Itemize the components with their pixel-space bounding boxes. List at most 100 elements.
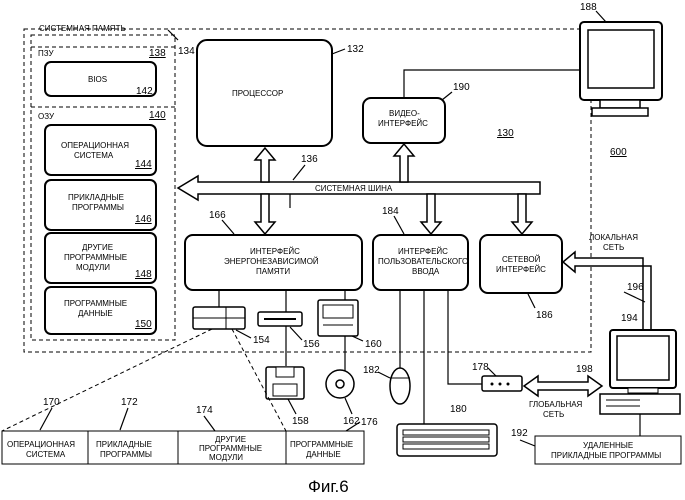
bus-processor-arrow xyxy=(255,148,275,182)
system-bus-label: СИСТЕМНАЯ ШИНА xyxy=(315,184,393,193)
monitor-ref: 188 xyxy=(580,2,597,13)
modem-leader xyxy=(488,368,496,376)
wan-arrow xyxy=(524,376,602,396)
other-modules-line2: ПРОГРАММНЫЕ xyxy=(64,253,127,262)
video-monitor-link xyxy=(404,70,580,98)
wan-ref: 198 xyxy=(576,364,593,375)
mouse-ref: 182 xyxy=(363,365,380,376)
disk-cell-apps-line2: ПРОГРАММЫ xyxy=(100,450,152,459)
keyboard-ref: 180 xyxy=(450,404,467,415)
lan-line2: СЕТЬ xyxy=(603,243,624,252)
disk-cell-modules-line3: МОДУЛИ xyxy=(209,453,243,462)
monitor-icon xyxy=(580,22,662,116)
remote-apps-line2: ПРИКЛАДНЫЕ ПРОГРАММЫ xyxy=(551,451,661,460)
ram-ref: 140 xyxy=(149,110,166,121)
apps-line2: ПРОГРАММЫ xyxy=(72,203,124,212)
net-iface-line2: ИНТЕРФЕЙС xyxy=(496,265,546,274)
disk-ref-176: 176 xyxy=(361,417,378,428)
mouse-icon xyxy=(390,368,410,404)
net-iface-box xyxy=(480,235,562,293)
floppy-leader xyxy=(288,399,296,414)
nv-iface-line1: ИНТЕРФЕЙС xyxy=(250,247,300,256)
video-iface-ref: 190 xyxy=(453,82,470,93)
prog-data-line2: ДАННЫЕ xyxy=(78,309,113,318)
system-memory-ref: 134 xyxy=(178,46,195,57)
disk-ref-170: 170 xyxy=(43,397,60,408)
rom-ref: 138 xyxy=(149,48,166,59)
ram-label: ОЗУ xyxy=(38,112,55,121)
bus-nv-arrow xyxy=(255,194,275,234)
floppy-ref: 158 xyxy=(292,416,309,427)
processor-leader xyxy=(332,49,345,54)
computer-ref: 130 xyxy=(497,128,514,139)
other-modules-line1: ДРУГИЕ xyxy=(82,243,113,252)
bus-input-arrow xyxy=(421,194,441,234)
cd-drive-ref: 160 xyxy=(365,339,382,350)
disk-cell-modules-line1: ДРУГИЕ xyxy=(215,435,246,444)
system-bus-ref: 136 xyxy=(301,154,318,165)
net-iface-ref: 186 xyxy=(536,310,553,321)
system-memory-leader xyxy=(168,30,178,40)
input-iface-line2: ПОЛЬЗОВАТЕЛЬСКОГО xyxy=(378,257,468,266)
floppy-drive-leader xyxy=(290,327,302,340)
processor-ref: 132 xyxy=(347,44,364,55)
disk-cell-os-line1: ОПЕРАЦИОННАЯ xyxy=(7,440,75,449)
hard-disk-icon xyxy=(193,307,245,329)
bus-video-arrow xyxy=(394,144,414,182)
bios-ref: 142 xyxy=(136,86,153,97)
floppy-disk-icon xyxy=(266,367,304,399)
lan-arrow xyxy=(563,252,657,342)
figure-caption: Фиг.6 xyxy=(308,477,349,496)
cd-disc-icon xyxy=(326,370,354,398)
figure-ref: 600 xyxy=(610,147,627,158)
monitor-leader xyxy=(596,11,606,22)
video-iface-line1: ВИДЕО- xyxy=(389,109,420,118)
lan-leader xyxy=(624,292,645,302)
remote-apps-leader xyxy=(520,440,535,446)
net-iface-line1: СЕТЕВОЙ xyxy=(502,255,541,264)
disk-cell-apps-line1: ПРИКЛАДНЫЕ xyxy=(96,440,152,449)
nv-iface-ref: 166 xyxy=(209,210,226,221)
disk-ref-174-leader xyxy=(204,416,215,431)
remote-apps-line1: УДАЛЕННЫЕ xyxy=(583,441,633,450)
processor-label: ПРОЦЕССОР xyxy=(232,89,283,98)
os-ref: 144 xyxy=(135,159,152,170)
other-modules-ref: 148 xyxy=(135,269,152,280)
other-modules-line3: МОДУЛИ xyxy=(76,263,110,272)
system-memory-label: СИСТЕМНАЯ ПАМЯТЬ xyxy=(39,24,126,33)
lan-ref: 196 xyxy=(627,282,644,293)
lan-line1: ЛОКАЛЬНАЯ xyxy=(589,233,638,242)
os-line2: СИСТЕМА xyxy=(74,151,114,160)
hdd-fan-left xyxy=(2,329,212,431)
disk-ref-172: 172 xyxy=(121,397,138,408)
prog-data-ref: 150 xyxy=(135,319,152,330)
disk-cell-os-line2: СИСТЕМА xyxy=(26,450,66,459)
remote-computer-icon xyxy=(600,330,680,414)
apps-ref: 146 xyxy=(135,214,152,225)
bios-label: BIOS xyxy=(88,75,107,84)
keyboard-icon xyxy=(397,424,497,456)
apps-line1: ПРИКЛАДНЫЕ xyxy=(68,193,124,202)
cd-ref: 162 xyxy=(343,416,360,427)
remote-apps-ref: 192 xyxy=(511,428,528,439)
mouse-leader xyxy=(378,372,390,378)
hdd-leader xyxy=(236,330,251,338)
prog-data-line1: ПРОГРАММНЫЕ xyxy=(64,299,127,308)
nv-iface-leader xyxy=(222,220,234,234)
nv-iface-line2: ЭНЕРГОНЕЗАВИСИМОЙ xyxy=(224,257,319,266)
input-iface-ref: 184 xyxy=(382,206,399,217)
net-iface-leader xyxy=(528,294,535,308)
disk-cell-data-line2: ДАННЫЕ xyxy=(306,450,341,459)
disk-cell-data-line1: ПРОГРАММНЫЕ xyxy=(290,440,353,449)
input-iface-leader xyxy=(394,216,404,234)
wan-line1: ГЛОБАЛЬНАЯ xyxy=(529,400,583,409)
disk-ref-174: 174 xyxy=(196,405,213,416)
input-iface-line3: ВВОДА xyxy=(412,267,440,276)
modem-icon xyxy=(482,376,522,391)
cd-drive-icon xyxy=(318,300,358,336)
system-bus-leader xyxy=(293,165,305,180)
disk-ref-172-leader xyxy=(120,408,128,430)
video-iface-line2: ИНТЕРФЕЙС xyxy=(378,119,428,128)
disk-cell-modules-line2: ПРОГРАММНЫЕ xyxy=(199,444,262,453)
